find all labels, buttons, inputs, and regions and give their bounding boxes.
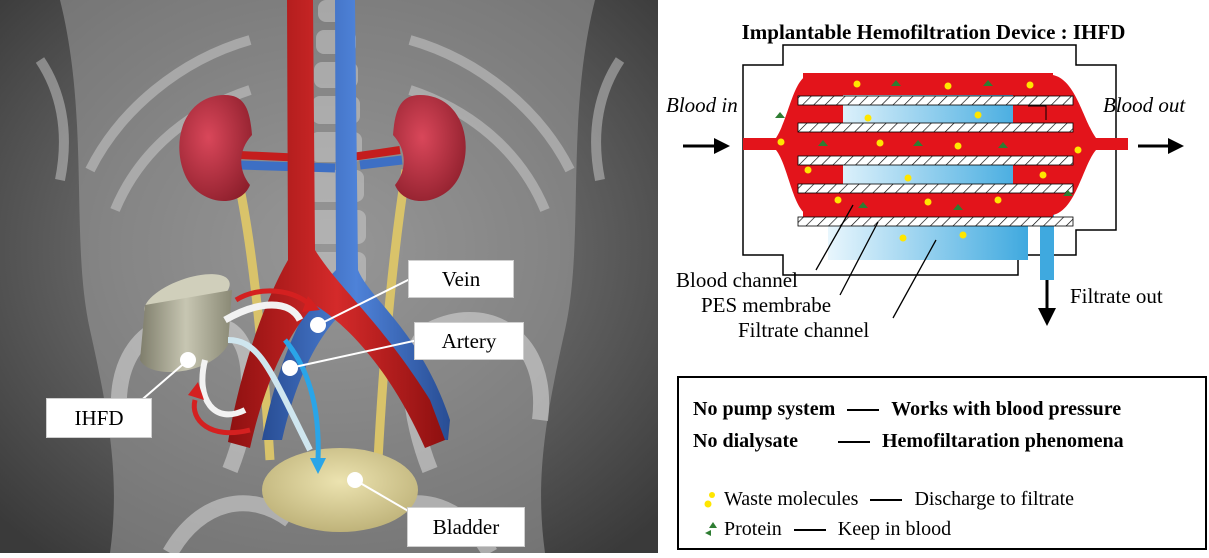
bladder-label: Bladder	[407, 507, 525, 547]
pes-membrane-callout: PES membrabe	[701, 293, 831, 318]
dash-icon	[870, 499, 902, 501]
anatomy-drawing	[0, 0, 658, 553]
ihfd-label: IHFD	[46, 398, 152, 438]
filtrate-out-label: Filtrate out	[1070, 284, 1163, 309]
no-dialysate-label: No dialysate	[693, 430, 798, 453]
filtrate-channel-callout: Filtrate channel	[738, 318, 869, 343]
hemofiltration-label: Hemofiltaration phenomena	[882, 430, 1124, 453]
blood-in-label: Blood in	[666, 93, 738, 118]
legend-row-waste: Waste molecules Discharge to filtrate	[703, 488, 1074, 511]
protein-icon	[703, 520, 719, 540]
legend-row-pump: No pump system Works with blood pressure	[693, 398, 1121, 421]
waste-effect: Discharge to filtrate	[914, 488, 1074, 511]
legend-row-protein: Protein Keep in blood	[703, 518, 951, 541]
ihfd-device-diagram: Implantable Hemofiltration Device : IHFD…	[658, 0, 1209, 370]
vein-label: Vein	[408, 260, 514, 298]
waste-molecule-icon	[703, 490, 719, 510]
artery-label: Artery	[414, 322, 524, 360]
blood-channel-callout: Blood channel	[676, 268, 798, 293]
legend-row-dialysate: No dialysate Hemofiltaration phenomena	[693, 430, 1124, 453]
waste-label: Waste molecules	[724, 488, 858, 511]
blood-out-label: Blood out	[1103, 93, 1185, 118]
blood-pressure-label: Works with blood pressure	[891, 398, 1121, 421]
dash-icon	[847, 409, 879, 411]
no-pump-label: No pump system	[693, 398, 835, 421]
protein-effect: Keep in blood	[838, 518, 951, 541]
protein-label: Protein	[724, 518, 782, 541]
device-title: Implantable Hemofiltration Device : IHFD	[658, 20, 1209, 45]
dash-icon	[838, 441, 870, 443]
dash-icon	[794, 529, 826, 531]
anatomy-illustration: Vein Artery IHFD Bladder	[0, 0, 658, 553]
